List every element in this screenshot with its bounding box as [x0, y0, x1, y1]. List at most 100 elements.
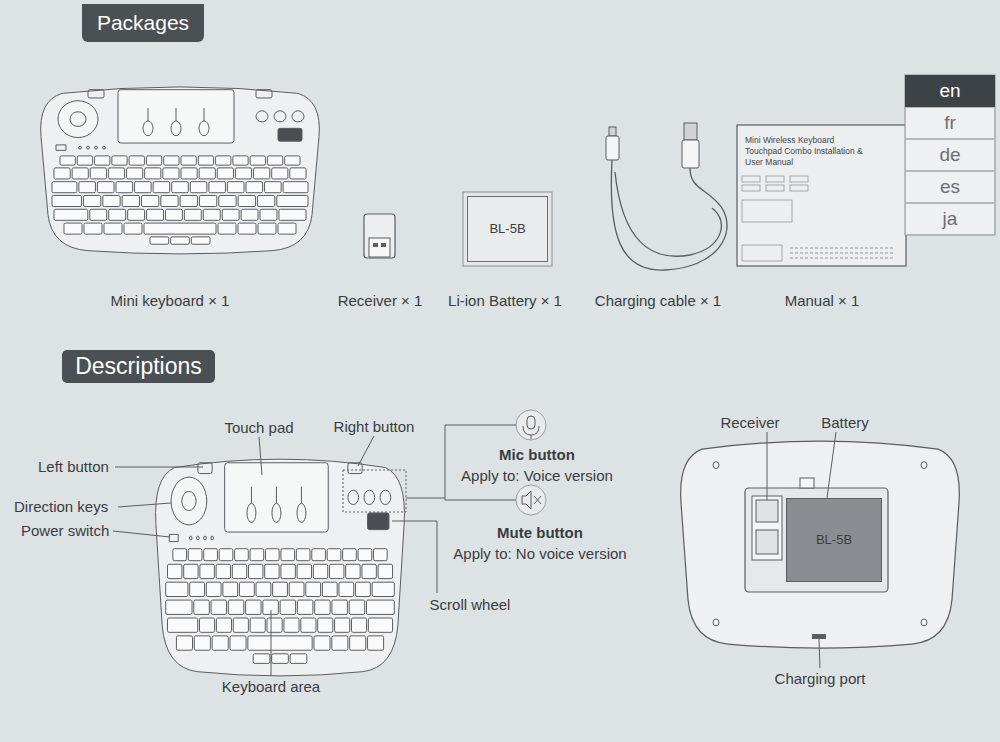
key: [203, 209, 220, 220]
leader-line: [406, 498, 445, 499]
key: [227, 182, 244, 193]
key: [356, 582, 371, 596]
gesture-icon: [204, 108, 205, 121]
key: [77, 156, 92, 165]
language-tab: fr: [905, 107, 995, 139]
battery-box: BL-5B: [467, 196, 548, 262]
section-tab: Packages: [82, 4, 204, 42]
key: [147, 209, 164, 220]
keyboard-back-body: [681, 441, 960, 648]
key: [173, 549, 187, 561]
key: [349, 600, 364, 614]
gesture-icon: [297, 503, 306, 522]
key: [216, 618, 231, 632]
key: [301, 618, 316, 632]
key: [277, 195, 308, 206]
key: [330, 564, 344, 578]
key: [228, 600, 243, 614]
language-tab: de: [905, 139, 995, 171]
manual-tag: [742, 176, 760, 182]
key: [199, 618, 214, 632]
key: [54, 209, 88, 220]
part-label: Mic button: [499, 446, 575, 464]
key: [368, 636, 384, 650]
key: [216, 156, 231, 165]
charging-cable: [606, 123, 727, 270]
key: [52, 182, 77, 193]
key: [95, 156, 110, 165]
key: [278, 223, 296, 234]
leader-line: [445, 425, 446, 500]
part-label: Right button: [334, 418, 415, 436]
key: [216, 564, 230, 578]
key: [306, 582, 321, 596]
key: [250, 549, 264, 561]
package-item-label: Manual × 1: [785, 292, 860, 310]
scroll-wheel: [278, 128, 302, 141]
key: [314, 636, 330, 650]
battery-box: BL-5B: [786, 498, 882, 582]
key: [290, 654, 307, 664]
manual-tag: [790, 176, 808, 182]
key: [135, 182, 152, 193]
key: [339, 582, 354, 596]
key: [284, 618, 299, 632]
key: [54, 168, 70, 179]
key: [172, 182, 189, 193]
key: [297, 564, 311, 578]
language-column: [905, 75, 995, 235]
package-item-label: Mini keyboard × 1: [111, 292, 230, 310]
key: [283, 182, 308, 193]
part-label: Mute button: [497, 524, 583, 542]
node-text: Descriptions: [75, 354, 202, 379]
key: [122, 195, 139, 206]
node-text: BL-5B: [489, 222, 525, 236]
key: [322, 582, 337, 596]
leader-line: [259, 437, 262, 475]
mute-icon: [516, 485, 546, 515]
key: [272, 168, 288, 179]
part-label: Left button: [38, 458, 109, 476]
key: [315, 600, 330, 614]
key: [212, 636, 228, 650]
manual-tag: [766, 176, 784, 182]
package-item-label: Charging cable × 1: [595, 292, 721, 310]
gesture-icon: [143, 121, 153, 136]
key: [230, 636, 246, 650]
part-label: Power switch: [21, 522, 109, 540]
connector-contact: [381, 243, 386, 247]
gesture-icon: [251, 487, 252, 504]
key: [145, 168, 161, 179]
manual-text-line: [790, 258, 895, 259]
right-button: [348, 463, 362, 474]
key: [248, 636, 312, 650]
screw: [713, 619, 719, 626]
key: [290, 168, 306, 179]
key: [188, 549, 202, 561]
key: [279, 209, 306, 220]
key: [128, 209, 145, 220]
key: [194, 636, 210, 650]
key: [267, 156, 282, 165]
key: [141, 195, 158, 206]
key: [64, 223, 82, 234]
screw: [713, 462, 719, 469]
indicator-light: [95, 146, 98, 149]
node-text: en: [939, 81, 960, 102]
key: [335, 618, 350, 632]
key: [281, 564, 295, 578]
part-label: Apply to: No voice version: [453, 545, 626, 563]
key: [378, 564, 392, 578]
gesture-icon: [276, 487, 277, 504]
cover-latch: [800, 478, 814, 488]
key: [246, 182, 263, 193]
key: [112, 156, 127, 165]
key: [180, 195, 197, 206]
key: [239, 582, 254, 596]
key: [280, 600, 295, 614]
power-switch: [169, 534, 178, 541]
key: [168, 618, 198, 632]
key: [103, 195, 120, 206]
key: [116, 182, 133, 193]
leader-line: [826, 432, 836, 505]
